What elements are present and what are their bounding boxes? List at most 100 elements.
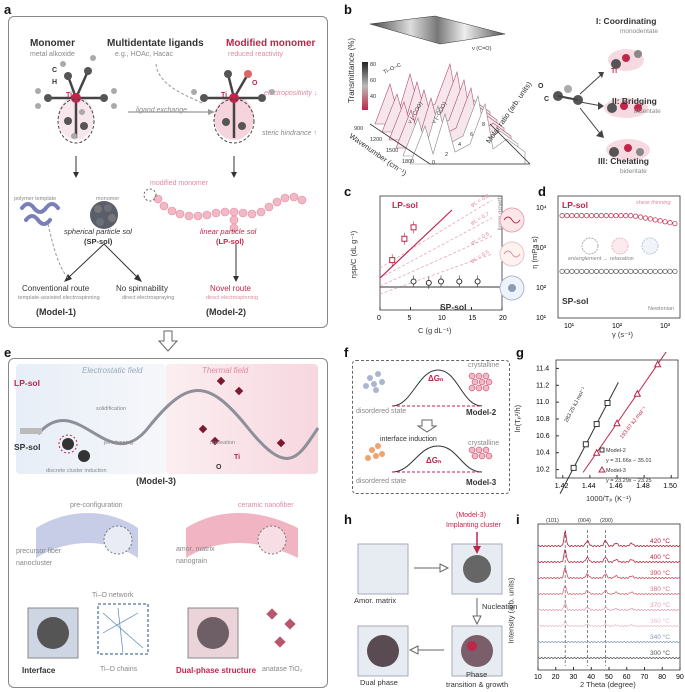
e-sp-label: SP-sol: [14, 442, 41, 452]
b-xtick-900: 900: [354, 126, 364, 132]
steric-hindrance-label: steric hindrance ↑: [262, 130, 317, 137]
route1-model: (Model-1): [36, 307, 76, 317]
d-point-sp: [672, 268, 678, 274]
c-growth-icons: [499, 207, 525, 301]
d-point-lp: [618, 213, 624, 219]
i-series-line: [538, 656, 681, 660]
b-peak-co: ν (C=O): [472, 46, 492, 52]
c-xtick-label: 0: [377, 315, 381, 322]
ligand-subtitle: e.g., HOAc, Hacac: [115, 51, 173, 58]
d-point-lp: [579, 213, 585, 219]
g-xtick-label: 1.44: [582, 483, 596, 490]
ligand-title: Multidentate ligands: [107, 38, 204, 49]
e-precursor: precursor fiber: [16, 548, 62, 555]
h-dual-phase: Dual phase: [360, 678, 398, 687]
f-disordered2: disordered state: [356, 478, 407, 485]
d-point-lp: [569, 213, 575, 219]
i-series-label: 380 °C: [650, 585, 670, 593]
h-implant-title: (Model-3): [456, 512, 486, 519]
e-model3: (Model-3): [136, 476, 176, 486]
d-point-lp: [638, 214, 644, 220]
b-atom-c: C: [544, 96, 550, 103]
panel-a-molecules: [20, 55, 307, 282]
e-electro-label: Electrostatic field: [82, 366, 143, 375]
g-ytick-label: 10.2: [536, 467, 550, 474]
d-point-sp: [642, 268, 649, 274]
b-atom-ti: Ti: [611, 68, 618, 75]
d-shear-label: shear thinning: [636, 200, 671, 206]
d-point-sp: [559, 268, 565, 274]
panel-e-figure: [16, 364, 320, 659]
e-amor-matrix: amor. matrix: [176, 546, 215, 553]
b-cbar-tick-80: 80: [370, 62, 377, 68]
d-point-lp: [657, 218, 663, 224]
electropositivity-label: electropositivity ↓: [264, 90, 318, 97]
g-ytick-label: 11.0: [536, 399, 549, 406]
i-xtick-label: 80: [658, 674, 666, 681]
route1-subtitle: template-assisted electrospinning: [18, 295, 100, 301]
atom-ti-right: Ti: [221, 92, 228, 99]
i-series-label: 390 °C: [650, 569, 670, 577]
e-tio-chains: Ti–O chains: [100, 666, 138, 673]
f-dg1: ΔGₙ: [428, 374, 444, 383]
f-disordered1: disordered state: [356, 408, 407, 415]
monomer-molecule: [35, 55, 117, 144]
e-anatase: anatase TiO₂: [262, 666, 303, 673]
c-point-sp: [410, 278, 417, 285]
sp-sol-title: spherical particle sol: [64, 227, 132, 236]
svg-text:10²: 10²: [612, 323, 623, 330]
g-xtick-label: 1.42: [555, 483, 569, 490]
svg-text:10³: 10³: [536, 245, 547, 252]
d-point-sp: [638, 268, 644, 274]
g-xtick-label: 1.48: [636, 483, 650, 490]
coordination-modes: [553, 49, 650, 161]
g-point-model3: [653, 360, 662, 368]
panel-f-figure: [363, 369, 493, 473]
d-point-lp: [574, 213, 580, 219]
d-lp-label: LP-sol: [562, 200, 588, 210]
h-phase-1: Phase: [466, 670, 488, 679]
i-peak-101: (101): [546, 518, 559, 524]
g-legend-name-2: Model-3: [606, 468, 626, 474]
c-xtick-label: 20: [499, 315, 507, 322]
b-cbar-tick-60: 60: [370, 78, 377, 84]
d-point-sp: [628, 268, 634, 274]
d-point-sp: [593, 268, 599, 274]
g-point-model2: [570, 464, 577, 471]
i-peak-004: (004): [578, 518, 591, 524]
e-atom-ti: Ti: [234, 454, 241, 461]
panel-c-letter: c: [344, 184, 352, 199]
monomer-title: Monomer: [30, 38, 75, 49]
g-legend-fit-2: y = 23.29x − 23.25: [606, 478, 652, 484]
svg-text:10¹: 10¹: [536, 315, 547, 322]
panel-b-letter: b: [344, 2, 352, 17]
g-point-model2: [604, 399, 611, 406]
g-ytick-label: 11.4: [536, 365, 549, 372]
panel-g-letter: g: [516, 345, 524, 360]
panel-d-letter: d: [538, 184, 546, 199]
i-series-label: 370 °C: [650, 601, 670, 609]
i-series-line: [537, 619, 681, 628]
route-mid-title: No spinnability: [116, 284, 169, 293]
d-point-lp: [647, 216, 653, 222]
d-point-lp: [564, 213, 570, 219]
f-crystalline1: crystalline: [468, 362, 500, 369]
i-series-line: [537, 549, 681, 564]
c-point-sp: [438, 278, 444, 285]
d-entangle-label: entanglement → relaxation: [568, 256, 634, 262]
i-series-line: [537, 567, 681, 580]
d-point-sp: [618, 268, 624, 274]
h-implant-sub: Implanting cluster: [446, 522, 501, 529]
c-xtick-label: 10: [438, 315, 446, 322]
route1-title: Conventional route: [22, 284, 90, 293]
svg-text:10³: 10³: [660, 323, 671, 330]
i-series-line: [537, 602, 681, 612]
d-point-lp: [608, 213, 614, 219]
d-sp-label: SP-sol: [562, 296, 589, 306]
g-ylabel: ln(Tₚ²/h): [513, 404, 523, 433]
i-peak-200: (200): [600, 518, 613, 524]
d-point-lp: [603, 213, 609, 219]
d-point-sp: [569, 268, 575, 274]
